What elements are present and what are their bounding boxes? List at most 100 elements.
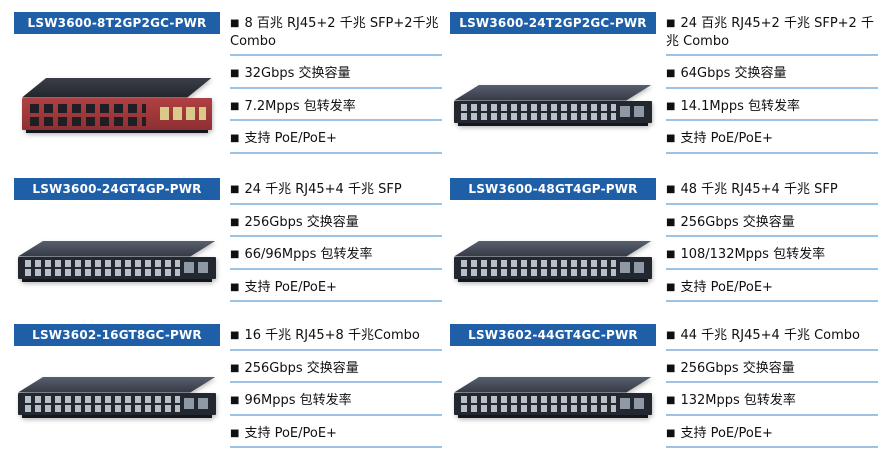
sfp-ports (184, 261, 210, 273)
product-card: LSW3600-48GT4GP-PWR ■48 千兆 RJ45+ (450, 178, 878, 318)
bullet-icon: ■ (666, 216, 676, 228)
bullet-icon: ■ (230, 133, 240, 145)
product-visual: LSW3602-16GT8GC-PWR (14, 324, 220, 444)
spec-text: 支持 PoE/PoE+ (680, 425, 773, 441)
ports-row (461, 268, 616, 276)
spec-text: 支持 PoE/PoE+ (680, 279, 773, 295)
spec-item: ■ 256Gbps 交换容量 (666, 212, 878, 238)
spec-text: 48 千兆 RJ45+4 千兆 SFP (680, 182, 838, 197)
product-card: LSW3600-8T2GP2GC-PWR ■8 百兆 RJ45+ (14, 12, 442, 172)
bullet-icon: ■ (666, 395, 676, 407)
spec-text: 支持 PoE/PoE+ (680, 131, 773, 147)
ports-row (25, 259, 180, 267)
switch-top (18, 376, 216, 393)
product-card: LSW3600-24GT4GP-PWR ■24 千兆 RJ45+ (14, 178, 442, 318)
spec-list: ■8 百兆 RJ45+2 千兆 SFP+2千兆 Combo ■32Gbps 交换… (230, 12, 442, 172)
switch-image (18, 240, 216, 282)
switch-base (25, 129, 209, 133)
product-card: LSW3600-24T2GP2GC-PWR ■24 百兆 RJ4 (450, 12, 878, 172)
bullet-icon: ■ (230, 68, 240, 80)
switch-image (454, 84, 652, 126)
product-model: LSW3600-48GT4GP-PWR (468, 182, 638, 196)
ports-row (461, 112, 616, 120)
switch-front (22, 97, 212, 130)
spec-item: ■108/132Mpps 包转发率 (666, 244, 878, 270)
ports-row (461, 103, 616, 111)
ports-row (25, 404, 180, 412)
product-model: LSW3602-44GT4GC-PWR (468, 328, 638, 342)
spec-text: 256Gbps 交换容量 (680, 214, 795, 230)
switch-front (18, 256, 216, 279)
ports-row (30, 103, 146, 113)
spec-item: ■ 支持 PoE/PoE+ (230, 423, 442, 449)
sfp-ports (184, 397, 210, 409)
product-model: LSW3602-16GT8GC-PWR (32, 328, 202, 342)
product-image (450, 346, 656, 444)
product-image (450, 34, 656, 172)
ports-row (30, 116, 146, 126)
bullet-icon: ■ (666, 249, 676, 261)
switch-image (454, 240, 652, 282)
spec-item: ■支持 PoE/PoE+ (230, 128, 442, 154)
switch-front (454, 256, 652, 279)
switch-base (21, 414, 213, 418)
switch-base (457, 278, 649, 282)
product-card: LSW3602-16GT8GC-PWR ■16 千兆 RJ45+ (14, 324, 442, 449)
spec-list: ■24 百兆 RJ45+2 千兆 SFP+2 千兆 Combo ■64Gbps … (666, 12, 878, 172)
product-visual: LSW3600-8T2GP2GC-PWR (14, 12, 220, 172)
bullet-icon: ■ (230, 249, 240, 261)
bullet-icon: ■ (666, 427, 676, 439)
spec-text: 16 千兆 RJ45+8 千兆Combo (244, 328, 420, 343)
ports-row (461, 259, 616, 267)
spec-text: 132Mpps 包转发率 (680, 393, 796, 409)
product-visual: LSW3600-48GT4GP-PWR (450, 178, 656, 318)
spec-text: 44 千兆 RJ45+4 千兆 Combo (680, 328, 860, 343)
product-model-header: LSW3600-48GT4GP-PWR (450, 178, 656, 200)
switch-base (457, 414, 649, 418)
spec-text: 256Gbps 交换容量 (244, 360, 359, 376)
bullet-icon: ■ (230, 100, 240, 112)
switch-top (454, 240, 652, 257)
spec-item: ■7.2Mpps 包转发率 (230, 96, 442, 122)
product-visual: LSW3600-24T2GP2GC-PWR (450, 12, 656, 172)
switch-front (18, 392, 216, 415)
spec-text: 32Gbps 交换容量 (244, 66, 351, 82)
bullet-icon: ■ (230, 18, 240, 29)
spec-text: 64Gbps 交换容量 (680, 66, 787, 82)
spec-item: ■24 千兆 RJ45+4 千兆 SFP (230, 179, 442, 205)
switch-front (454, 392, 652, 415)
bullet-icon: ■ (230, 330, 240, 341)
spec-text: 8 百兆 RJ45+2 千兆 SFP+2千兆 Combo (230, 16, 439, 49)
spec-text: 256Gbps 交换容量 (244, 214, 359, 230)
spec-text: 支持 PoE/PoE+ (244, 425, 337, 441)
switch-top (18, 240, 216, 257)
spec-item: ■ 支持 PoE/PoE+ (666, 423, 878, 449)
spec-list: ■ 44 千兆 RJ45+4 千兆 Combo ■256Gbps 交换容量 ■ 13… (666, 324, 878, 449)
spec-item: ■24 百兆 RJ45+2 千兆 SFP+2 千兆 Combo (666, 13, 878, 57)
bullet-icon: ■ (666, 330, 676, 341)
spec-item: ■14.1Mpps 包转发率 (666, 96, 878, 122)
spec-item: ■支持 PoE/PoE+ (230, 277, 442, 303)
bullet-icon: ■ (230, 395, 240, 407)
spec-item: ■256Gbps 交换容量 (230, 358, 442, 384)
bullet-icon: ■ (666, 362, 676, 374)
spec-item: ■66/96Mpps 包转发率 (230, 244, 442, 270)
switch-base (457, 122, 649, 126)
spec-text: 24 千兆 RJ45+4 千兆 SFP (244, 182, 402, 197)
spec-text: 96Mpps 包转发率 (244, 393, 352, 409)
switch-top (22, 77, 212, 98)
product-visual: LSW3602-44GT4GC-PWR (450, 324, 656, 444)
bullet-icon: ■ (666, 184, 676, 195)
spec-item: ■256Gbps 交换容量 (666, 358, 878, 384)
spec-text: 14.1Mpps 包转发率 (680, 98, 801, 114)
bullet-icon: ■ (230, 216, 240, 228)
spec-item: ■ 16 千兆 RJ45+8 千兆Combo (230, 325, 442, 351)
spec-item: ■ 44 千兆 RJ45+4 千兆 Combo (666, 325, 878, 351)
ports-row (461, 395, 616, 403)
spec-item: ■ 32Gbps 交换容量 (230, 63, 442, 89)
bullet-icon: ■ (230, 427, 240, 439)
spec-item: ■64Gbps 交换容量 (666, 63, 878, 89)
bullet-icon: ■ (666, 133, 676, 145)
switch-image (454, 376, 652, 418)
